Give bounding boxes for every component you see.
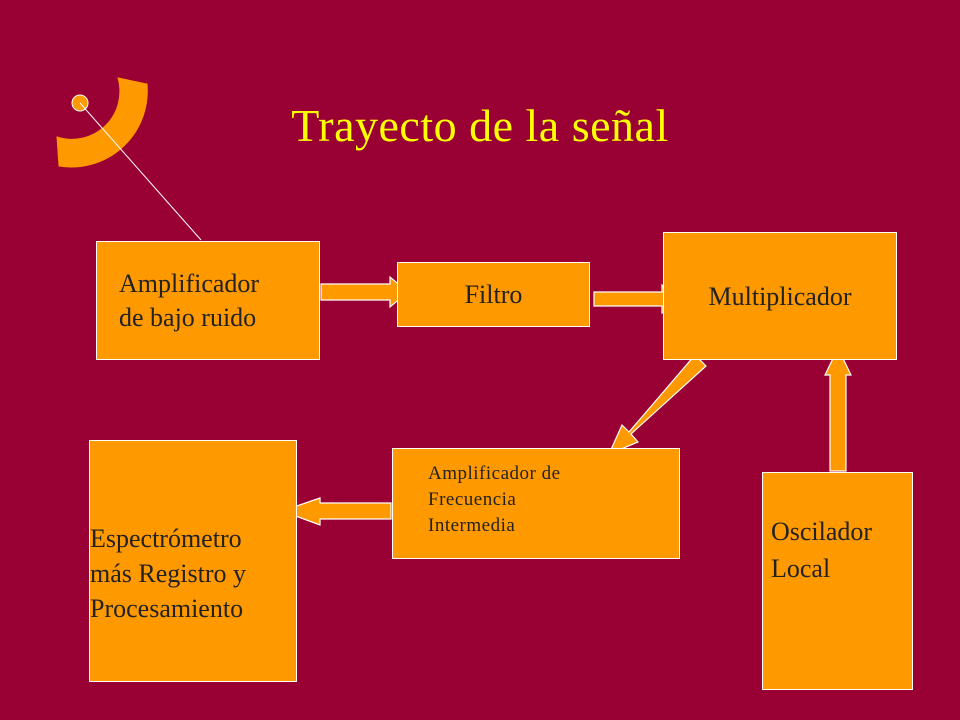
box-amplificador-bajo-ruido: Amplificador de bajo ruido — [96, 241, 320, 360]
box-label: Amplificador de Frecuencia Intermedia — [428, 461, 561, 539]
box-espectrometro: Espectrómetro más Registro y Procesamien… — [89, 440, 297, 682]
box-filtro: Filtro — [397, 262, 590, 327]
label-line: de bajo ruido — [119, 303, 257, 332]
box-multiplicador: Multiplicador — [663, 232, 897, 360]
arrow-fi-to-espectrometro — [280, 497, 392, 526]
arrow-lna-to-filtro — [320, 275, 409, 309]
box-label: Espectrómetro más Registro y Procesamien… — [90, 521, 246, 626]
label-line: Multiplicador — [708, 282, 852, 311]
label-line: Amplificador — [119, 269, 260, 298]
box-label: Filtro — [398, 278, 589, 312]
box-oscilador-local: Oscilador Local — [762, 472, 913, 690]
label-line: Espectrómetro — [90, 524, 242, 553]
dish-signal-line — [79, 102, 202, 241]
label-line: más Registro y — [90, 559, 246, 588]
label-line: Filtro — [464, 280, 523, 309]
label-line: Amplificador de — [428, 463, 561, 484]
dish-reflector — [56, 77, 148, 168]
box-label: Multiplicador — [664, 280, 896, 314]
box-label: Oscilador Local — [771, 513, 872, 587]
arrow-oscilador-to-multiplicador — [824, 346, 852, 472]
label-line: Frecuencia — [428, 489, 517, 510]
label-line: Oscilador — [771, 517, 873, 546]
satellite-dish-icon — [56, 77, 202, 241]
box-label: Amplificador de bajo ruido — [119, 267, 259, 335]
arrow-multiplicador-to-fi — [607, 354, 707, 456]
label-line: Procesamiento — [90, 594, 244, 623]
label-line: Intermedia — [428, 515, 516, 536]
label-line: Local — [771, 554, 831, 583]
box-amplificador-frecuencia-intermedia: Amplificador de Frecuencia Intermedia — [392, 448, 680, 559]
slide-title: Trayecto de la señal — [291, 100, 669, 151]
